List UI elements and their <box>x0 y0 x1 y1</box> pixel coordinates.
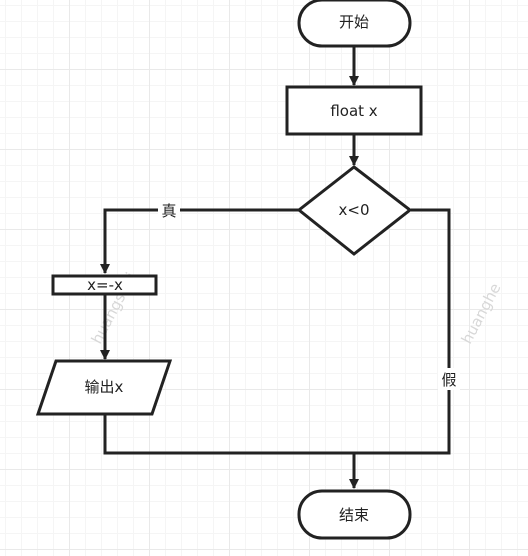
start-label: 开始 <box>339 13 369 31</box>
watermark-right: huanghe <box>458 280 505 347</box>
edges <box>100 46 451 489</box>
edge-decision-false <box>354 208 451 455</box>
node-declare[interactable]: float x <box>285 85 423 136</box>
true-label-background <box>158 200 180 220</box>
edge-decision-true <box>100 208 299 274</box>
output-io-shape <box>35 359 173 416</box>
node-start[interactable]: 开始 <box>297 0 412 48</box>
output-label: 输出x <box>85 378 124 396</box>
end-label: 结束 <box>339 506 369 524</box>
declare-process-shape <box>285 85 423 136</box>
node-end[interactable]: 结束 <box>297 489 412 540</box>
false-label-background <box>438 368 460 390</box>
edge-output-to-merge <box>103 414 354 455</box>
node-assign[interactable]: x=-x <box>51 274 158 296</box>
decision-diamond-shape <box>296 165 413 256</box>
assign-process-shape <box>51 274 158 296</box>
node-output[interactable]: 输出x <box>35 359 173 416</box>
declare-label: float x <box>330 102 377 120</box>
end-terminator-shape <box>297 489 412 540</box>
decision-label: x<0 <box>339 201 370 219</box>
assign-label: x=-x <box>87 276 123 294</box>
node-decision[interactable]: x<0 <box>296 165 413 256</box>
false-label: 假 <box>441 371 456 389</box>
true-label: 真 <box>161 202 176 220</box>
start-terminator-shape <box>297 0 412 48</box>
